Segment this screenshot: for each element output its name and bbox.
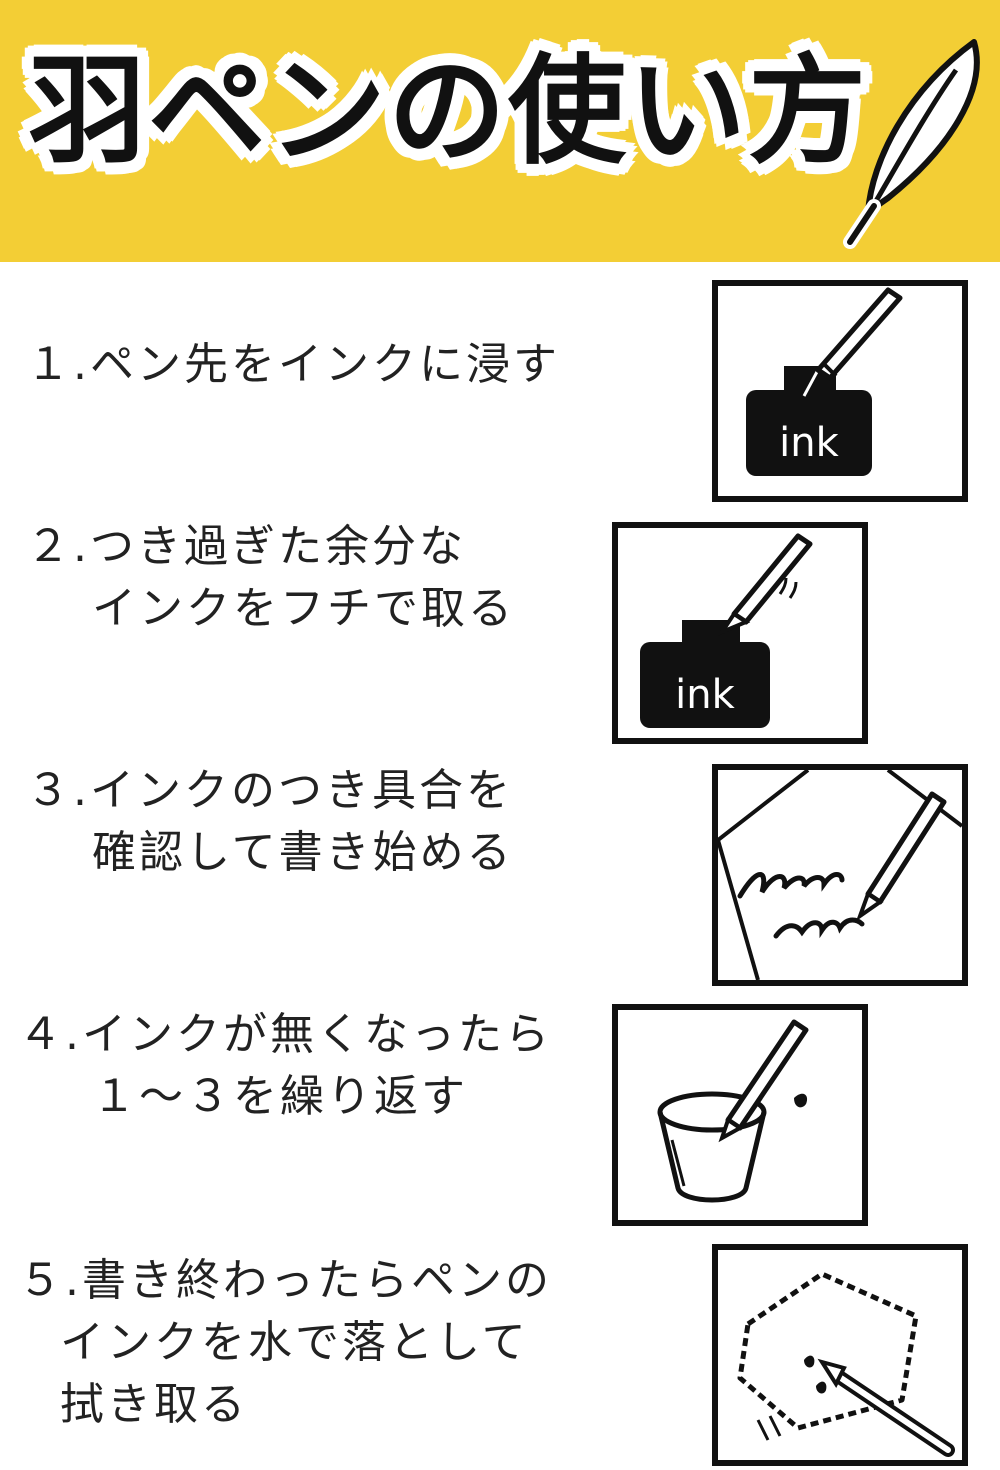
step-2-line-1: ２.つき過ぎた余分な [26,521,466,572]
step-3-line-2: 確認して書き始める [92,827,514,878]
pen-wiping-rim-icon: ink [640,533,813,728]
title-banner: 羽ペンの使い方 [0,0,1000,262]
pen-wiped-with-cloth-icon [737,1271,955,1457]
page-title: 羽ペンの使い方 [26,42,869,180]
step-4-line-2: １～３を繰り返す [92,1071,468,1122]
step-5-illustration [712,1244,968,1466]
step-4-illustration [612,1004,868,1226]
step-2-text: ２.つき過ぎた余分な インクをフチで取る [26,516,515,640]
step-1-line-1: １.ペン先をインクに浸す [26,339,560,390]
ink-label-1: ink [779,420,839,466]
pen-dipping-icon: ink [746,287,903,476]
step-4-text: ４.インクが無くなったら １～３を繰り返す [18,1004,552,1128]
step-1-illustration: ink [712,280,968,502]
step-2-illustration: ink [612,522,868,744]
step-2-line-2: インクをフチで取る [92,583,515,634]
step-5-line-1: ５.書き終わったらペンの [18,1255,552,1306]
step-1-text: １.ペン先をインクに浸す [26,334,560,396]
step-5-line-3: 拭き取る [60,1379,248,1430]
step-5-text: ５.書き終わったらペンの インクを水で落として 拭き取る [18,1250,552,1436]
step-5-line-2: インクを水で落として [60,1317,529,1368]
step-3-illustration [712,764,968,986]
quill-pen-icon [843,39,980,249]
step-3-line-1: ３.インクのつき具合を [26,765,513,816]
step-4-line-1: ４.インクが無くなったら [18,1009,552,1060]
step-3-text: ３.インクのつき具合を 確認して書き始める [26,760,514,884]
ink-label-2: ink [675,672,735,718]
pen-writing-icon [718,770,962,980]
pen-in-water-glass-icon [657,1019,809,1203]
